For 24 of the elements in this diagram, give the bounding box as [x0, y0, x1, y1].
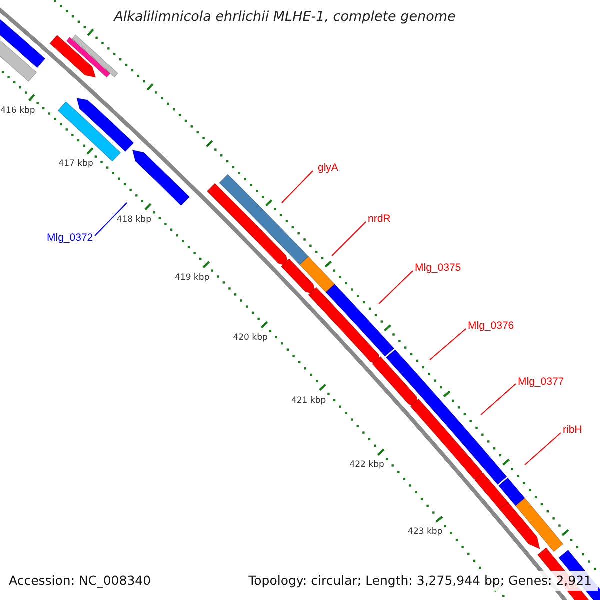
leader-line — [524, 432, 562, 466]
leader-line — [332, 222, 366, 256]
gene-label: Mlg_0375 — [415, 262, 462, 274]
accession-text: Accession: NC_008340 — [8, 572, 152, 590]
leader-line — [282, 170, 314, 204]
gene-label: Mlg_0372 — [47, 232, 94, 244]
gene-label: ribH — [563, 424, 582, 436]
leader-line — [94, 202, 128, 236]
leader-line — [480, 384, 516, 416]
position-label: 421 kbp — [291, 396, 326, 406]
position-label: 418 kbp — [116, 214, 152, 225]
position-label: 423 kbp — [408, 527, 443, 538]
gene-label: Mlg_0377 — [518, 376, 564, 388]
map-title: Alkalilimnicola ehrlichii MLHE-1, complete genome — [112, 9, 457, 25]
leader-line — [378, 270, 414, 304]
position-label: 420 kbp — [233, 333, 268, 344]
position-label: 422 kbp — [350, 460, 384, 470]
position-label: 417 kbp — [58, 159, 94, 170]
gene-label: glyA — [318, 162, 338, 174]
position-label: 419 kbp — [175, 272, 210, 283]
gene-label: Mlg_0376 — [468, 320, 514, 332]
gene-label: nrdR — [368, 213, 391, 225]
leader-line — [430, 328, 466, 360]
position-label: 416 kbp — [0, 106, 36, 116]
